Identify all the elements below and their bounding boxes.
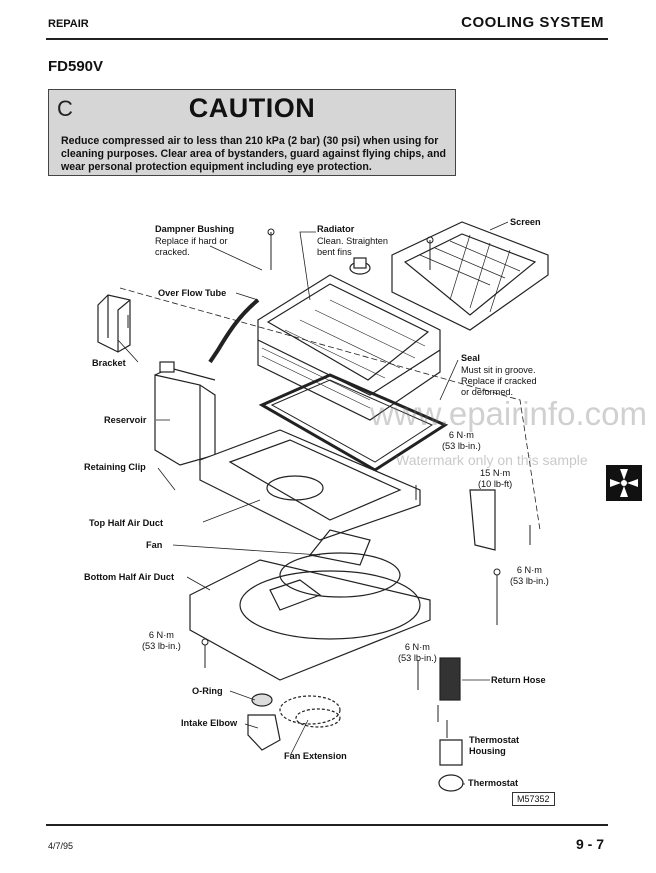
torque-spec-4: 6 N·m (53 lb-in.) [142,630,181,652]
watermark-site: www.epairinfo.com [370,395,647,432]
caution-title: CAUTION [188,93,316,123]
label-o-ring: O-Ring [192,686,223,696]
label-fan: Fan [146,540,163,550]
watermark-note: Watermark only on this sample [396,452,588,468]
torque-2-metric: 15 N·m [480,468,511,478]
side-bracket-part [469,489,496,551]
torque-spec-3: 6 N·m (53 lb-in.) [510,565,549,587]
label-bottom-half-air-duct: Bottom Half Air Duct [84,572,174,582]
label-top-half-air-duct: Top Half Air Duct [89,518,164,528]
thermostat-housing-part [439,739,463,766]
leader-lines [117,221,541,785]
footer-rule [46,824,608,826]
torque-2-imperial: (10 lb-ft) [478,479,513,489]
reservoir-part [154,361,216,466]
torque-3-imperial: (53 lb-in.) [510,576,549,586]
fan-icon [610,469,638,497]
torque-5-imperial: (53 lb-in.) [398,653,437,663]
model-number: FD590V [48,58,104,75]
label-retaining-clip: Retaining Clip [84,462,146,472]
label-thermostat-housing-line2: Housing [469,746,506,756]
label-reservoir: Reservoir [104,415,147,425]
torque-4-metric: 6 N·m [148,630,174,640]
torque-4-imperial: (53 lb-in.) [142,641,181,651]
section-label: REPAIR [48,18,89,30]
chapter-title: COOLING SYSTEM [461,14,604,31]
label-over-flow-tube: Over Flow Tube [158,288,227,298]
torque-5-metric: 6 N·m [404,642,430,652]
note-seal-line2: Replace if cracked [461,376,537,386]
page-number: 9 - 7 [575,836,604,852]
note-radiator-line1: Clean. Straighten [317,236,388,246]
note-dampner-line2: cracked. [155,247,190,257]
fan-extension-part [279,695,341,728]
overflow-tube-part [208,298,260,364]
caution-box: C CAUTION Reduce compressed air to less … [48,89,456,176]
torque-1-metric: 6 N·m [448,430,474,440]
return-hose-part [439,657,461,701]
header-rule [46,38,608,40]
label-bracket: Bracket [92,358,126,368]
caution-alert-icon: C [57,96,73,121]
figure-id: M57352 [512,792,555,806]
note-radiator-line2: bent fins [317,247,352,257]
note-dampner-line1: Replace if hard or [155,236,228,246]
label-seal: Seal [461,353,480,363]
top-half-air-duct-part [199,429,421,541]
torque-spec-1: 6 N·m (53 lb-in.) [442,430,481,452]
label-dampner-bushing: Dampner Bushing [155,224,235,234]
bolt-marks [127,228,531,738]
o-ring-part [251,693,273,707]
label-thermostat: Thermostat [468,778,519,788]
label-fan-extension: Fan Extension [284,751,347,761]
footer-date: 4/7/95 [48,841,74,851]
torque-spec-5: 6 N·m (53 lb-in.) [398,642,437,664]
fan-part [269,529,401,611]
label-thermostat-housing-line1: Thermostat [469,735,520,745]
torque-spec-2: 15 N·m (10 lb-ft) [478,468,512,490]
cooling-fan-tab-icon [606,465,642,501]
label-intake-elbow: Intake Elbow [181,718,238,728]
screen-part [391,221,549,331]
torque-3-metric: 6 N·m [516,565,542,575]
note-seal-line3: or deformed. [461,387,514,397]
seal-part [258,373,449,472]
caution-text: Reduce compressed air to less than 210 k… [61,135,447,173]
bottom-half-air-duct-part [189,559,431,681]
intake-elbow-part [247,714,281,751]
label-return-hose: Return Hose [491,675,546,685]
thermostat-part [438,774,464,792]
label-radiator: Radiator [317,224,355,234]
label-screen: Screen [510,217,541,227]
bracket-part [97,294,131,353]
torque-1-imperial: (53 lb-in.) [442,441,481,451]
note-seal-line1: Must sit in groove. [461,365,536,375]
